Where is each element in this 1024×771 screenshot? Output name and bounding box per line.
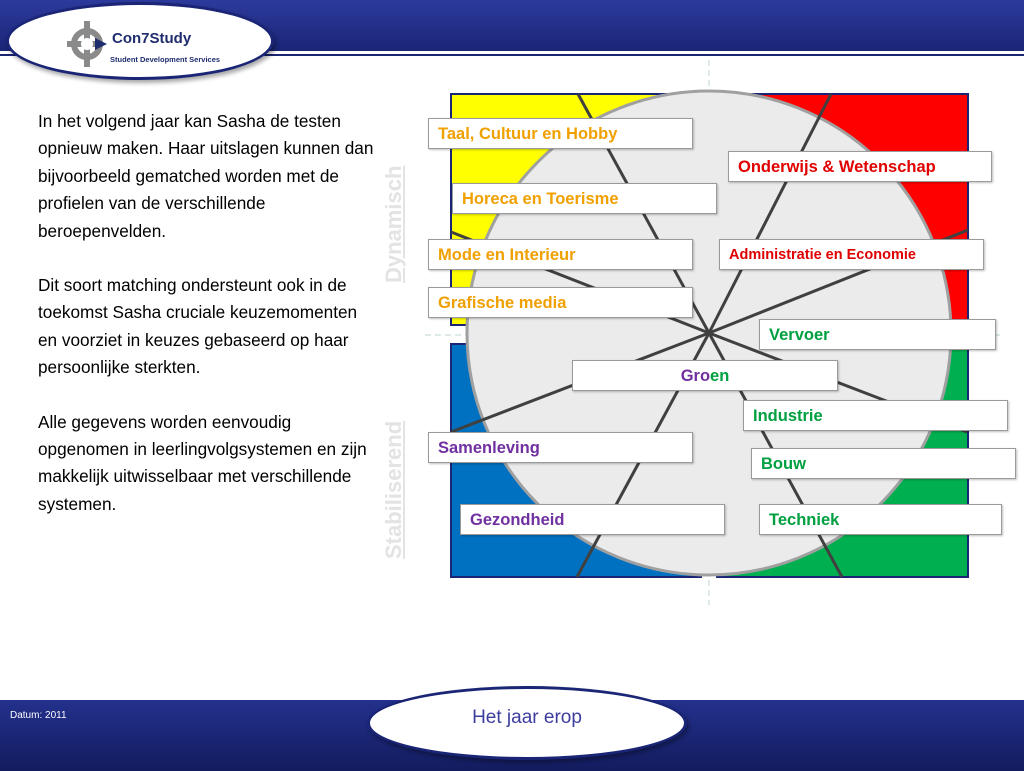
field-grafische-media: Grafische media [428,287,693,318]
field-taal-cultuur-hobby: Taal, Cultuur en Hobby [428,118,693,149]
footer-date: Datum: 2011 [10,710,67,721]
footer-title-badge[interactable] [367,686,687,760]
field-industrie: Industrie [743,400,1008,431]
field-samenleving: Samenleving [428,432,693,463]
logo-name: Con7Study [112,30,192,47]
logo-badge[interactable] [6,2,274,80]
field-techniek: Techniek [759,504,1002,535]
field-horeca-toerisme: Horeca en Toerisme [452,183,717,214]
field-administratie-economie: Administratie en Economie [719,239,984,270]
field-groen-part2: en [710,367,730,385]
field-onderwijs-wetenschap: Onderwijs & Wetenschap [728,151,992,182]
field-groen: Groen [572,360,838,391]
body-paragraph: In het volgend jaar kan Sasha de testen … [38,111,374,241]
logo-subtitle: Student Development Services [110,55,221,64]
body-paragraph: Alle gegevens worden eenvoudig opgenomen… [38,411,367,514]
field-groen-part1: Gro [680,367,711,385]
field-bouw: Bouw [751,448,1016,479]
footer-title: Het jaar erop [472,707,582,728]
body-paragraph: Dit soort matching ondersteunt ook in de… [38,275,358,378]
field-vervoer: Vervoer [759,319,996,350]
field-gezondheid: Gezondheid [460,504,725,535]
field-mode-interieur: Mode en Interieur [428,239,693,270]
roundabout-logo-icon [67,21,107,67]
body-text: In het volgend jaar kan Sasha de testen … [38,108,378,545]
